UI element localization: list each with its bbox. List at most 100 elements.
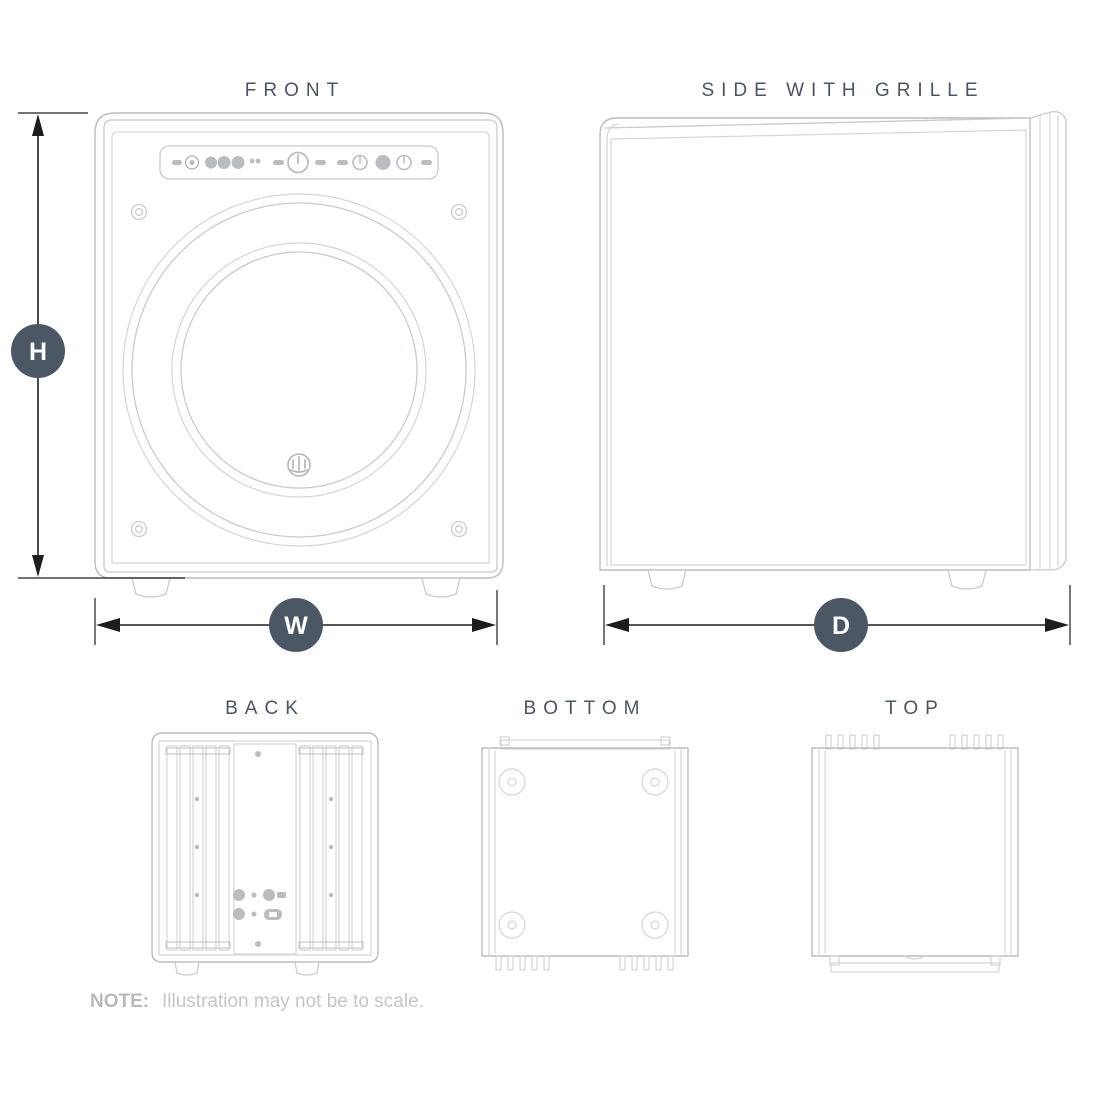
fin-tab-icon xyxy=(495,955,502,971)
back-amplifier-panel xyxy=(233,743,297,955)
control-knob-icon[interactable] xyxy=(375,155,391,170)
fin-tab-icon xyxy=(973,734,980,750)
height-arrow-up xyxy=(32,114,44,136)
heatsink-bottom-rail xyxy=(298,941,364,949)
port-slot-icon[interactable] xyxy=(277,892,286,898)
top-heatsink-tabs xyxy=(825,734,1004,750)
heatsink-fin-icon xyxy=(165,745,231,951)
foot-icon xyxy=(294,961,320,976)
top-grille-tab-right xyxy=(990,955,1001,966)
foot-mount-icon xyxy=(498,911,526,939)
top-grille-bar xyxy=(830,962,1000,973)
driver-outer-ring xyxy=(122,193,476,547)
foot-icon xyxy=(421,577,461,598)
driver-cone-ring xyxy=(180,251,418,489)
control-knob-icon[interactable] xyxy=(352,154,368,171)
dimension-badge-depth xyxy=(814,598,868,652)
fin-tab-icon xyxy=(519,955,526,971)
driver-outer-ring-2 xyxy=(131,202,467,538)
screw-icon xyxy=(194,844,200,850)
front-view xyxy=(94,112,504,598)
rca-jack-icon[interactable] xyxy=(233,889,245,901)
top-grille-notch xyxy=(904,955,926,960)
control-knob-icon[interactable] xyxy=(231,156,245,169)
dimension-width: W xyxy=(94,590,498,652)
screw-icon xyxy=(130,520,148,538)
heatsink-fin-icon xyxy=(298,745,364,951)
screw-icon xyxy=(130,203,148,221)
bottom-cabinet-outline xyxy=(481,747,689,957)
side-grille-panel xyxy=(1029,111,1067,571)
bottom-heatsink-tabs xyxy=(495,955,674,971)
foot-icon xyxy=(647,569,687,590)
fin-tab-icon xyxy=(837,734,844,750)
fin-tab-icon xyxy=(997,734,1004,750)
screw-icon xyxy=(328,796,334,802)
fin-tab-icon xyxy=(631,955,638,971)
top-grille-tab-left xyxy=(829,955,840,966)
led-indicator-icon xyxy=(251,892,257,898)
fin-tab-icon xyxy=(643,955,650,971)
dimension-height: H xyxy=(11,112,185,579)
foot-icon xyxy=(174,961,200,976)
fin-tab-icon xyxy=(825,734,832,750)
rca-jack-icon[interactable] xyxy=(233,908,245,920)
depth-arrow-left xyxy=(605,618,629,632)
led-indicator-icon xyxy=(251,911,257,917)
bottom-grille-tab-right xyxy=(660,736,671,746)
control-knob-icon[interactable] xyxy=(184,155,200,170)
connector-panel-icon[interactable] xyxy=(233,889,286,920)
heatsink-bottom-rail xyxy=(165,941,231,949)
dimension-badge-height xyxy=(11,324,65,378)
fin-tab-icon xyxy=(873,734,880,750)
screw-icon xyxy=(194,796,200,802)
fin-tab-icon xyxy=(861,734,868,750)
fin-tab-icon xyxy=(849,734,856,750)
bottom-view xyxy=(481,736,689,971)
fin-tab-icon xyxy=(543,955,550,971)
power-button-icon[interactable] xyxy=(287,151,309,174)
top-view xyxy=(811,734,1019,973)
front-grille-frame xyxy=(103,119,498,573)
heatsink-top-rail xyxy=(298,747,364,755)
side-view xyxy=(599,111,1067,590)
fin-tab-icon xyxy=(667,955,674,971)
control-knob-icon[interactable] xyxy=(217,156,231,169)
view-title-back: BACK xyxy=(225,698,305,719)
control-led-icon xyxy=(255,158,261,164)
height-arrow-down xyxy=(32,555,44,577)
control-dash-icon xyxy=(315,160,326,165)
back-inner-edge xyxy=(158,740,372,956)
dimension-badge-width xyxy=(269,598,323,652)
foot-icon xyxy=(947,569,987,590)
control-knob-center-icon xyxy=(189,159,195,166)
front-baffle-inner xyxy=(111,131,490,564)
fin-tab-icon xyxy=(655,955,662,971)
control-dash-icon xyxy=(421,160,432,165)
screw-icon xyxy=(328,844,334,850)
fin-tab-icon xyxy=(531,955,538,971)
front-control-strip[interactable] xyxy=(159,145,439,180)
front-cabinet-outline xyxy=(94,112,504,579)
screw-icon xyxy=(194,892,200,898)
foot-mount-icon xyxy=(498,768,526,796)
screw-icon xyxy=(328,892,334,898)
dimension-badge-depth-label: D xyxy=(832,612,850,640)
foot-mount-icon xyxy=(641,911,669,939)
view-title-top: TOP xyxy=(885,698,945,719)
screw-icon xyxy=(450,520,468,538)
control-strip-housing xyxy=(159,145,439,180)
control-dash-icon xyxy=(337,160,348,165)
view-title-front: FRONT xyxy=(245,80,345,101)
speaker-terminal-icon[interactable] xyxy=(263,889,275,901)
control-led-icon xyxy=(249,158,255,164)
front-driver-assembly xyxy=(122,193,476,547)
fin-tab-icon xyxy=(985,734,992,750)
iec-socket-inner xyxy=(269,912,277,917)
control-dash-icon xyxy=(172,160,182,165)
control-knob-icon[interactable] xyxy=(205,156,217,169)
back-view xyxy=(151,732,379,976)
view-title-side: SIDE WITH GRILLE xyxy=(701,80,984,101)
control-knob-icon[interactable] xyxy=(396,154,412,171)
